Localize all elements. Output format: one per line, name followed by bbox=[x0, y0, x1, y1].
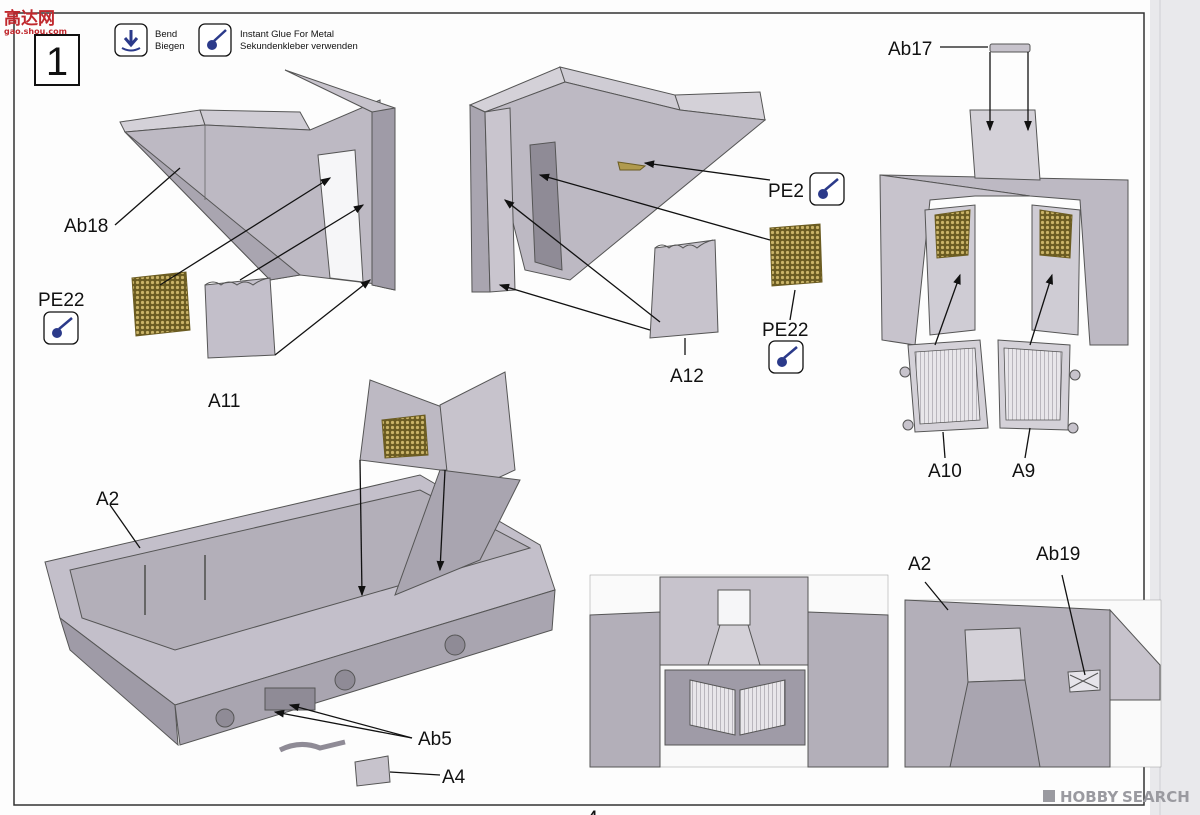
part-a9 bbox=[997, 339, 1081, 434]
arrows-insets bbox=[924, 574, 1086, 676]
label-a10: A10 bbox=[928, 461, 962, 482]
label-pe22-left: PE22 bbox=[38, 290, 84, 311]
part-a12 bbox=[649, 239, 719, 339]
label-a11: A11 bbox=[208, 391, 240, 412]
svg-text:SEARCH: SEARCH bbox=[1122, 788, 1190, 806]
inset-left bbox=[589, 574, 889, 768]
label-a4: A4 bbox=[442, 767, 466, 788]
watermark-logo-bottom: HOBBY SEARCH bbox=[1043, 788, 1190, 806]
part-radiator-housing bbox=[879, 109, 1129, 346]
glue-icon-pe22-right bbox=[768, 340, 804, 374]
part-hull-bulkhead bbox=[359, 371, 521, 596]
label-pe2: PE2 bbox=[768, 181, 804, 202]
svg-text:高达网: 高达网 bbox=[4, 8, 55, 29]
part-a12-assembly bbox=[468, 66, 767, 293]
svg-text:Sekundenkleber verwenden: Sekundenkleber verwenden bbox=[240, 41, 358, 52]
page-number: 4 bbox=[586, 806, 598, 815]
svg-text:Biegen: Biegen bbox=[155, 41, 185, 52]
part-ab18 bbox=[119, 69, 396, 291]
label-a2-inset: A2 bbox=[908, 554, 931, 575]
part-ab5 bbox=[278, 739, 346, 753]
glue-icon-pe22-left bbox=[43, 311, 79, 345]
arrows-step-d bbox=[109, 459, 446, 776]
label-a12: A12 bbox=[670, 366, 704, 387]
label-ab19: Ab19 bbox=[1036, 544, 1080, 565]
page-frame bbox=[13, 12, 1145, 806]
arrows-step-b bbox=[498, 160, 796, 355]
step-number-box: 1 bbox=[34, 34, 80, 86]
part-a11 bbox=[204, 277, 276, 359]
inset-right bbox=[904, 599, 1162, 768]
label-pe22-right: PE22 bbox=[762, 320, 808, 341]
label-a9: A9 bbox=[1012, 461, 1035, 482]
step-number: 1 bbox=[46, 40, 68, 84]
glue-icon-pe2 bbox=[809, 172, 845, 206]
svg-text:HOBBY: HOBBY bbox=[1060, 788, 1119, 806]
label-ab18: Ab18 bbox=[64, 216, 108, 237]
arrows-step-a bbox=[114, 167, 372, 356]
watermark-logo-top: 高达网 gao.shou.com bbox=[4, 8, 67, 36]
legend-bend: Bend Biegen bbox=[114, 23, 185, 57]
legend-glue: Instant Glue For Metal Sekundenkleber ve… bbox=[198, 23, 358, 57]
svg-text:gao.shou.com: gao.shou.com bbox=[4, 27, 67, 36]
part-a4 bbox=[354, 755, 391, 787]
part-ab17 bbox=[989, 43, 1031, 53]
arrows-step-c bbox=[934, 46, 1053, 459]
svg-text:Instant Glue For Metal: Instant Glue For Metal bbox=[240, 29, 334, 40]
label-ab5: Ab5 bbox=[418, 729, 452, 750]
part-pe22-right bbox=[769, 223, 823, 287]
part-pe22-left bbox=[131, 271, 191, 337]
part-a10 bbox=[899, 339, 989, 433]
label-ab17: Ab17 bbox=[888, 39, 932, 60]
svg-text:Bend: Bend bbox=[155, 29, 177, 40]
label-a2-main: A2 bbox=[96, 489, 119, 510]
